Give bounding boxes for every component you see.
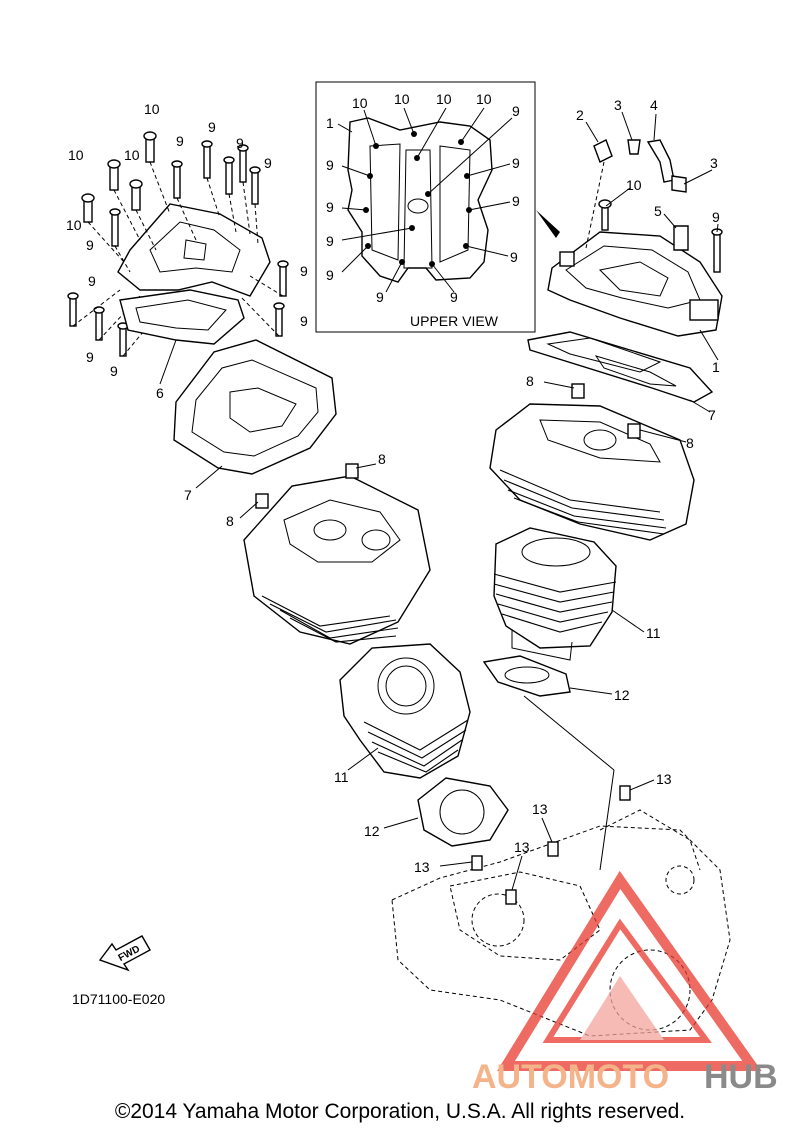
diagram-code: 1D71100-E020 xyxy=(72,991,165,1007)
uv-callout-10b: 10 xyxy=(394,91,410,107)
callout-2: 2 xyxy=(576,107,584,123)
callout-9-a: 9 xyxy=(176,133,184,149)
uv-callout-10d: 10 xyxy=(476,91,492,107)
cylinder-head-right xyxy=(489,383,695,541)
callout-8-left-top: 8 xyxy=(378,451,386,467)
cylinder-head-left xyxy=(243,463,431,645)
callout-3-right: 3 xyxy=(710,155,718,171)
callout-11-left: 11 xyxy=(334,769,349,785)
callout-13-b: 13 xyxy=(532,801,548,817)
uv-callout-9b: 9 xyxy=(326,157,334,173)
callout-9-b: 9 xyxy=(208,119,216,135)
inset-pointer xyxy=(536,210,560,238)
upper-view-inset: 10 10 10 10 9 1 9 9 9 9 9 9 9 9 9 UPPER … xyxy=(315,81,536,333)
left-rocker-cover xyxy=(67,131,289,357)
callout-8-left: 8 xyxy=(226,513,234,529)
uv-callout-9i: 9 xyxy=(376,289,384,305)
uv-callout-10c: 10 xyxy=(436,91,452,107)
right-rocker-cover xyxy=(547,139,723,337)
callout-6: 6 xyxy=(156,385,164,401)
cylinder-left xyxy=(339,643,471,779)
uv-callout-9f: 9 xyxy=(326,233,334,249)
callout-9-g: 9 xyxy=(86,349,94,365)
callout-9-right: 9 xyxy=(712,209,720,225)
callout-1: 1 xyxy=(712,359,720,375)
callout-13-d: 13 xyxy=(514,839,530,855)
callout-13-a: 13 xyxy=(656,771,672,787)
callout-11-right: 11 xyxy=(646,625,661,641)
uv-callout-9h: 9 xyxy=(510,249,518,265)
callout-9-c: 9 xyxy=(236,135,244,151)
callout-8-right: 8 xyxy=(686,435,694,451)
copyright-notice: ©2014 Yamaha Motor Corporation, U.S.A. A… xyxy=(114,1100,686,1123)
callout-9-h: 9 xyxy=(110,363,118,379)
callout-9-i: 9 xyxy=(300,263,308,279)
callout-13-c: 13 xyxy=(414,859,430,875)
uv-callout-10a: 10 xyxy=(352,95,368,111)
fwd-arrow-icon: FWD xyxy=(98,935,151,972)
callout-12-right: 12 xyxy=(614,687,630,703)
callout-12-left: 12 xyxy=(364,823,380,839)
callout-10-top: 10 xyxy=(144,101,160,117)
callout-9-f: 9 xyxy=(88,273,96,289)
callout-7-right: 7 xyxy=(708,407,716,423)
watermark-text-hub: HUB xyxy=(704,1058,778,1096)
uv-callout-9j: 9 xyxy=(450,289,458,305)
gasket-left xyxy=(173,339,337,475)
callout-8-right-top: 8 xyxy=(526,373,534,389)
callout-10-right: 10 xyxy=(626,177,642,193)
watermark-text-automoto: AUTOMOTO xyxy=(472,1058,669,1096)
callout-10-left3: 10 xyxy=(66,217,82,233)
callout-9-d: 9 xyxy=(264,155,272,171)
uv-callout-9e: 9 xyxy=(512,193,520,209)
uv-callout-1: 1 xyxy=(326,115,334,131)
callout-10-left2: 10 xyxy=(124,147,140,163)
callout-9-e: 9 xyxy=(86,237,94,253)
uv-callout-9g: 9 xyxy=(326,267,334,283)
watermark-triangle-icon xyxy=(497,870,762,1071)
uv-callout-9d: 9 xyxy=(326,199,334,215)
base-gasket-right xyxy=(482,655,571,697)
callout-3-top: 3 xyxy=(614,97,622,113)
callout-10-left1: 10 xyxy=(68,147,84,163)
cylinder-right xyxy=(493,527,617,661)
upper-view-label: UPPER VIEW xyxy=(410,313,499,329)
callout-9-j: 9 xyxy=(300,313,308,329)
callout-5: 5 xyxy=(654,203,662,219)
base-gasket-left xyxy=(417,777,509,847)
callout-7-left: 7 xyxy=(184,487,192,503)
uv-callout-9c: 9 xyxy=(512,155,520,171)
callout-4: 4 xyxy=(650,97,658,113)
uv-callout-9a: 9 xyxy=(512,103,520,119)
gasket-right xyxy=(527,331,714,403)
